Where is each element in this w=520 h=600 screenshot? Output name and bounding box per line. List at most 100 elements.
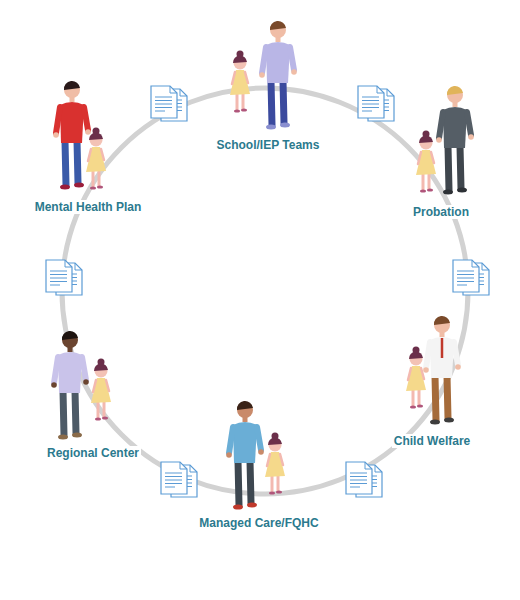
figure-part — [233, 422, 257, 463]
figure-part — [430, 420, 440, 425]
figure-part — [165, 483, 182, 484]
figure-part — [247, 503, 257, 508]
figure-part — [241, 108, 247, 111]
figure-part — [64, 81, 80, 90]
child-figure — [265, 433, 285, 495]
figure-part — [441, 338, 444, 358]
figure-part — [472, 260, 479, 267]
figure-part — [430, 337, 454, 378]
figure-part — [93, 169, 99, 187]
adult-figure — [51, 331, 89, 440]
figure-part — [226, 452, 232, 458]
figure-part — [443, 107, 467, 148]
figure-part — [95, 417, 101, 420]
figure-part — [266, 42, 290, 83]
figure-part — [443, 190, 453, 195]
adult-figure — [53, 81, 91, 190]
figure-part — [50, 278, 67, 279]
figure-part — [97, 185, 103, 188]
adult-figure — [226, 401, 264, 510]
document-icon — [151, 86, 187, 121]
figure-part — [435, 376, 448, 420]
figure-part — [88, 149, 104, 161]
figure-part — [58, 352, 82, 393]
document-icon — [358, 86, 394, 121]
agency-label: Probation — [411, 205, 471, 219]
adult-figure — [259, 21, 297, 130]
figure-part — [180, 89, 187, 96]
figure-part — [72, 433, 82, 438]
figure-part — [271, 81, 284, 125]
figure-part — [280, 123, 290, 128]
figure-part — [262, 47, 294, 73]
figure-part — [155, 107, 172, 108]
figure-part — [86, 147, 106, 172]
figure-part — [266, 125, 276, 130]
figure-part — [362, 111, 372, 112]
figure-part — [58, 435, 68, 440]
people-figures — [51, 21, 474, 510]
figure-part — [272, 474, 278, 492]
figure-part — [423, 131, 430, 138]
figure-part — [457, 274, 474, 275]
figure-part — [155, 100, 172, 101]
document-icon — [161, 462, 197, 497]
figure-part — [50, 281, 67, 282]
child-figure — [91, 359, 111, 421]
figure-part — [453, 260, 479, 292]
figure-part — [447, 86, 463, 95]
figure-part — [434, 316, 450, 325]
figure-part — [457, 281, 474, 282]
figure-part — [98, 359, 105, 366]
figure-part — [155, 104, 172, 105]
figure-part — [229, 427, 261, 453]
figure-part — [90, 186, 96, 189]
figure-part — [258, 449, 264, 455]
adult-figure — [423, 316, 461, 425]
figure-part — [170, 86, 177, 93]
figure-part — [190, 465, 197, 472]
figure-part — [423, 367, 429, 373]
figure-part — [165, 473, 182, 474]
figure-part — [75, 263, 82, 270]
figure-part — [155, 97, 172, 98]
document-icon — [346, 462, 382, 497]
figure-part — [50, 271, 67, 272]
figure-part — [65, 141, 78, 185]
figure-part — [276, 490, 282, 493]
figure-part — [259, 72, 265, 78]
figure-part — [410, 405, 416, 408]
figure-part — [53, 132, 59, 138]
figure-part — [50, 285, 60, 286]
agency-label: Mental Health Plan — [33, 200, 144, 214]
figure-part — [267, 454, 283, 466]
figure-part — [362, 107, 379, 108]
figure-part — [427, 188, 433, 191]
figure-part — [350, 480, 367, 481]
figure-part — [457, 285, 467, 286]
child-figure — [416, 131, 436, 193]
agency-label: Regional Center — [45, 446, 141, 460]
figure-part — [365, 462, 372, 469]
figure-part — [233, 505, 243, 510]
figure-part — [265, 452, 285, 477]
figure-part — [230, 70, 250, 95]
figure-part — [416, 150, 436, 175]
figure-part — [91, 378, 111, 403]
figure-part — [436, 137, 442, 143]
figure-part — [413, 388, 419, 406]
figure-part — [155, 111, 165, 112]
figure-part — [457, 271, 474, 272]
child-figure — [230, 51, 250, 113]
figure-part — [51, 382, 57, 388]
figure-part — [362, 97, 379, 98]
figure-part — [180, 462, 187, 469]
figure-part — [346, 462, 372, 494]
figure-part — [350, 473, 367, 474]
figure-part — [60, 102, 84, 143]
figure-part — [457, 188, 467, 193]
figure-part — [350, 476, 367, 477]
child-figure — [86, 128, 106, 190]
figure-part — [444, 418, 454, 423]
